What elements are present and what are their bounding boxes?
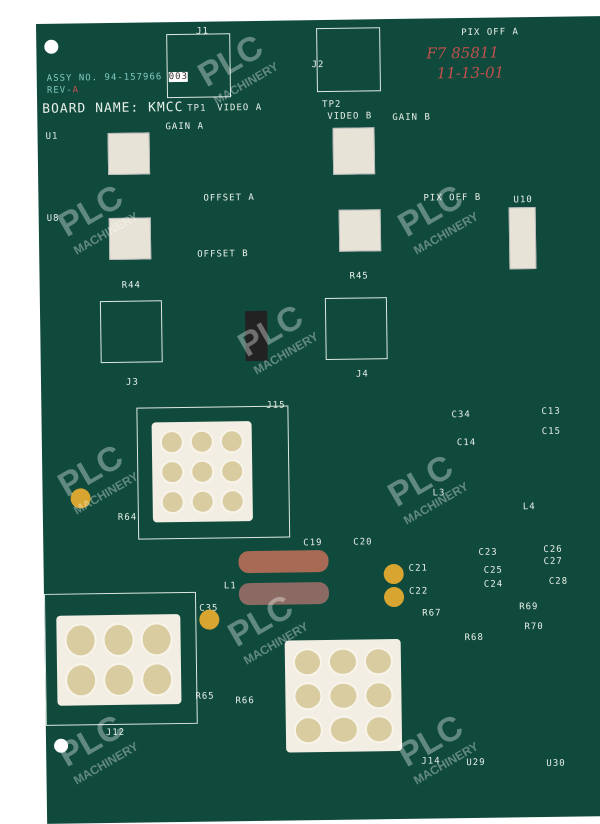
j14-connector <box>284 638 403 753</box>
circuit-board: ASSY NO. 94-157966 003 REV-A BOARD NAME:… <box>36 15 600 824</box>
label-r44: R44 <box>121 280 141 291</box>
label-offset-b: OFFSET B <box>197 249 249 260</box>
label-l1: L1 <box>223 581 237 592</box>
label-r45: R45 <box>349 271 369 282</box>
tantalum-capacitor <box>383 563 404 585</box>
tantalum-capacitor <box>199 609 220 630</box>
mounting-hole <box>44 39 59 54</box>
board-name: BOARD NAME: KMCC <box>42 99 184 117</box>
resistor-network <box>332 127 376 175</box>
label-c21: C21 <box>408 563 428 574</box>
label-c28: C28 <box>548 576 569 587</box>
label-j3: J3 <box>125 377 139 388</box>
label-r66: R66 <box>235 696 255 707</box>
label-r67: R67 <box>422 608 442 619</box>
j2-footprint <box>316 27 381 93</box>
resistor-network <box>338 209 382 252</box>
rev-mark: A <box>72 85 80 96</box>
label-r70: R70 <box>524 621 544 633</box>
label-j1: J1 <box>196 26 210 37</box>
label-pix-off-a: PIX OFF A <box>461 27 520 39</box>
label-u30: U30 <box>546 758 566 769</box>
resistor-network <box>107 132 151 176</box>
label-r68: R68 <box>464 632 484 644</box>
label-l4: L4 <box>522 502 536 513</box>
revision: REV-A <box>47 85 79 95</box>
label-c25: C25 <box>483 565 504 576</box>
label-gain-a: GAIN A <box>165 121 205 133</box>
label-u10: U10 <box>513 195 533 206</box>
j15-connector <box>151 421 253 523</box>
label-offset-a: OFFSET A <box>203 192 255 204</box>
label-c26: C26 <box>543 544 563 555</box>
label-r64: R64 <box>117 512 138 523</box>
j12-connector <box>56 614 182 706</box>
assy-text: ASSY NO. 94-157966 <box>46 72 163 84</box>
label-c15: C15 <box>541 426 562 437</box>
label-c34: C34 <box>451 409 471 421</box>
label-gain-b: GAIN B <box>392 112 431 124</box>
label-tp2: TP2 <box>322 99 342 111</box>
label-video-b: VIDEO B <box>327 111 373 122</box>
label-c23: C23 <box>478 547 498 558</box>
label-video-a: VIDEO A <box>217 102 263 114</box>
handwritten-date: 11-13-01 <box>436 63 505 83</box>
u10-chip <box>508 207 537 270</box>
label-j15: J15 <box>266 400 286 411</box>
label-j4: J4 <box>355 369 369 380</box>
label-u29: U29 <box>466 757 486 769</box>
j4-footprint <box>324 297 388 360</box>
label-c19: C19 <box>303 538 323 549</box>
label-u1: U1 <box>45 131 59 142</box>
handwritten-serial: F7 85811 <box>426 43 500 63</box>
label-c14: C14 <box>456 437 477 449</box>
label-c27: C27 <box>543 556 563 567</box>
label-c22: C22 <box>408 586 429 597</box>
inductor <box>238 549 329 574</box>
label-c13: C13 <box>541 406 561 417</box>
label-j2: J2 <box>311 59 325 71</box>
label-r65: R65 <box>195 691 215 702</box>
label-tp1: TP1 <box>187 103 207 114</box>
label-c24: C24 <box>483 579 504 590</box>
tantalum-capacitor <box>383 586 405 608</box>
label-r69: R69 <box>519 602 539 613</box>
rev-label: REV- <box>46 85 73 96</box>
j3-footprint <box>99 300 163 364</box>
label-c20: C20 <box>353 537 373 548</box>
